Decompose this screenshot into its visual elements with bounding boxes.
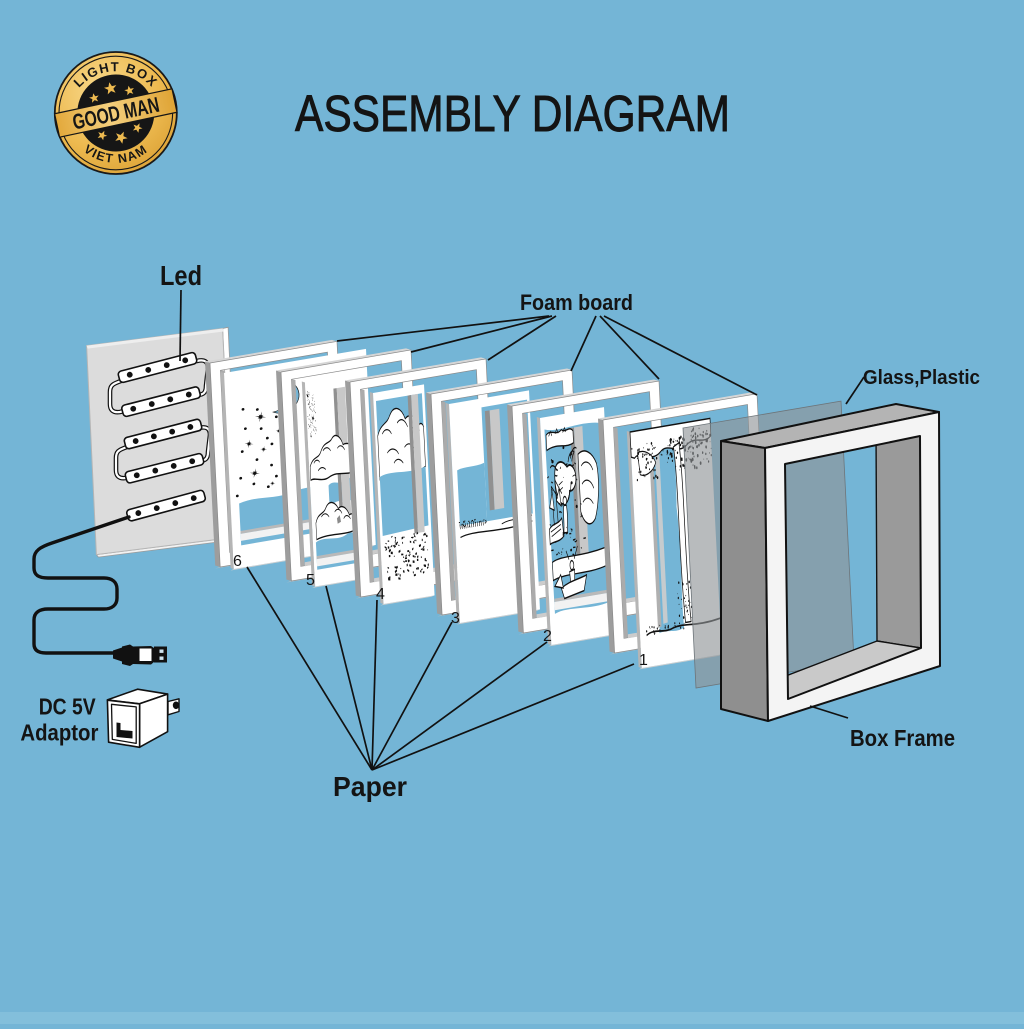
svg-text:3: 3 xyxy=(451,610,460,627)
svg-text:Glass,Plastic: Glass,Plastic xyxy=(863,367,980,389)
svg-text:Box Frame: Box Frame xyxy=(850,725,955,751)
svg-text:5: 5 xyxy=(306,572,315,589)
svg-text:Paper: Paper xyxy=(333,771,407,802)
svg-text:6: 6 xyxy=(233,553,242,570)
svg-text:ASSEMBLY DIAGRAM: ASSEMBLY DIAGRAM xyxy=(295,85,730,142)
svg-text:DC 5V: DC 5V xyxy=(39,694,97,720)
svg-text:Led: Led xyxy=(160,260,202,291)
svg-text:2: 2 xyxy=(543,628,552,645)
svg-text:1: 1 xyxy=(639,652,648,669)
svg-text:Foam board: Foam board xyxy=(520,290,633,315)
svg-text:Adaptor: Adaptor xyxy=(20,719,98,745)
